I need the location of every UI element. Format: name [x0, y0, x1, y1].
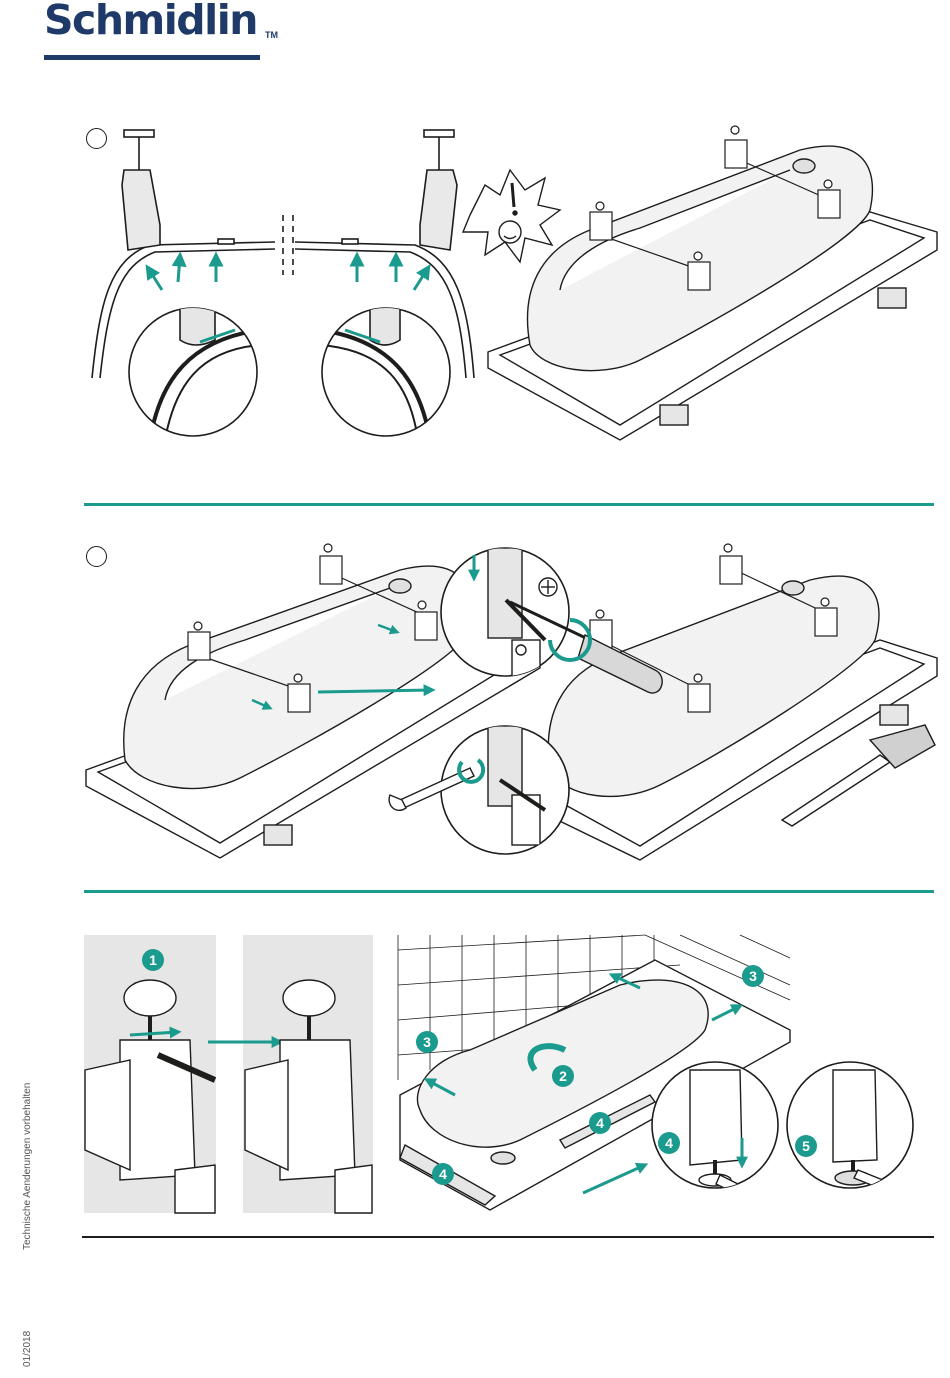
badge-4a: 4 — [589, 1112, 611, 1134]
svg-text:4: 4 — [665, 1135, 673, 1151]
badge-4b: 4 — [432, 1163, 454, 1185]
badge-3b: 3 — [416, 1031, 438, 1053]
svg-text:3: 3 — [749, 968, 757, 984]
svg-text:5: 5 — [802, 1138, 810, 1154]
badge-4c: 4 — [658, 1132, 680, 1154]
svg-text:3: 3 — [423, 1034, 431, 1050]
detail-magnifier-level-5 — [787, 1062, 920, 1203]
svg-text:1: 1 — [149, 952, 157, 968]
badge-2: 2 — [552, 1065, 574, 1087]
badge-3a: 3 — [742, 965, 764, 987]
leveling-foot-detail-2 — [245, 980, 372, 1213]
svg-text:4: 4 — [596, 1115, 604, 1131]
badge-5: 5 — [795, 1135, 817, 1157]
svg-text:2: 2 — [559, 1068, 567, 1084]
leveling-foot-detail-1 — [85, 980, 215, 1213]
svg-text:4: 4 — [439, 1166, 447, 1182]
badge-1: 1 — [142, 949, 164, 971]
